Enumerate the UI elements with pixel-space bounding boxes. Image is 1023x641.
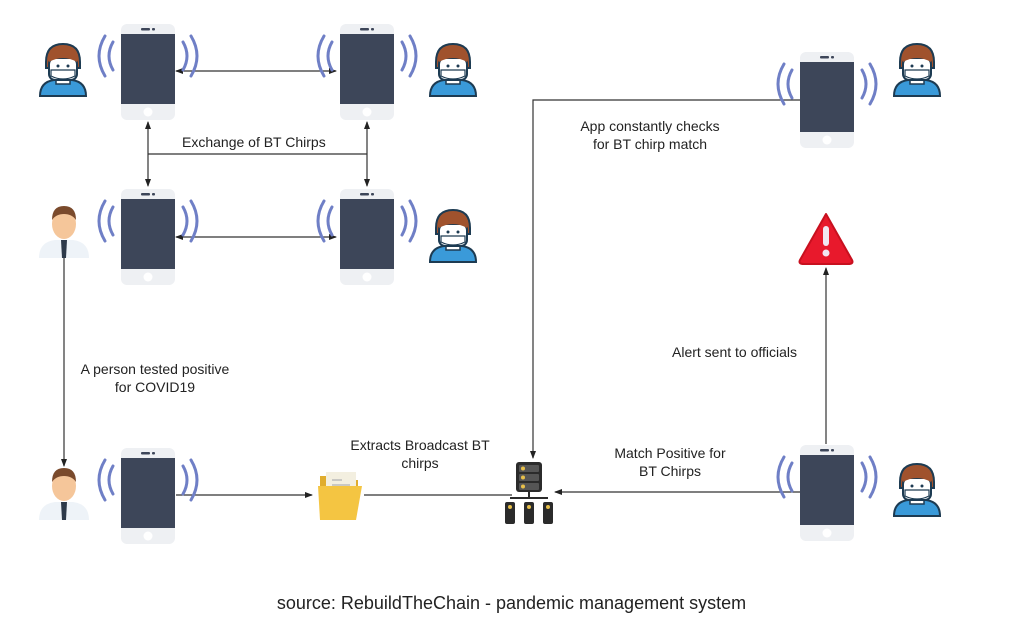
label-app-checks-line2: for BT chirp match	[592, 136, 708, 152]
phone-bottom-left	[97, 448, 199, 544]
smartphone-icon	[800, 445, 854, 541]
folder-icon	[318, 472, 362, 520]
label-extracts-line1: Extracts Broadcast BT	[350, 437, 490, 453]
connector-app-checks	[530, 99, 800, 459]
user-masked-icon	[893, 463, 941, 517]
label-extracts-line2: chirps	[401, 455, 439, 471]
warning-icon	[798, 213, 854, 265]
smartphone-icon	[340, 189, 394, 285]
label-alert: Alert sent to officials	[672, 344, 798, 360]
businessman-icon	[39, 206, 89, 258]
label-tested-positive-line2: for COVID19	[114, 379, 196, 395]
smartphone-icon	[121, 24, 175, 120]
source-caption: source: RebuildTheChain - pandemic manag…	[276, 593, 747, 613]
user-masked-icon	[893, 43, 941, 97]
smartphone-icon	[121, 189, 175, 285]
user-masked-icon	[429, 43, 477, 97]
label-app-checks-line1: App constantly checks	[580, 118, 720, 134]
user-masked-icon	[429, 209, 477, 263]
label-app-checks: App constantly checks for BT chirp match	[565, 117, 735, 153]
phone-top-left	[97, 24, 199, 120]
label-match-positive: Match Positive for BT Chirps	[595, 444, 745, 480]
businessman-icon	[39, 468, 89, 520]
smartphone-icon	[800, 52, 854, 148]
label-match-line1: Match Positive for	[614, 445, 726, 461]
smartphone-icon	[121, 448, 175, 544]
connectors	[61, 68, 829, 498]
smartphone-icon	[340, 24, 394, 120]
label-tested-positive-line1: A person tested positive	[80, 361, 230, 377]
label-tested-positive: A person tested positive for COVID19	[70, 360, 240, 396]
user-masked-icon	[39, 43, 87, 97]
label-extracts: Extracts Broadcast BT chirps	[330, 436, 510, 472]
label-match-line2: BT Chirps	[639, 463, 701, 479]
phone-top-middle	[316, 24, 418, 120]
phone-bottom-right	[776, 445, 878, 541]
server-network-icon	[505, 462, 553, 524]
label-exchange: Exchange of BT Chirps	[182, 134, 326, 150]
